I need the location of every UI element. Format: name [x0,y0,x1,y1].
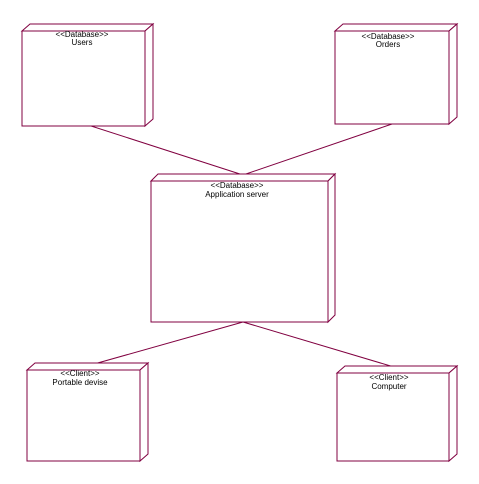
node-users-name: Users [72,38,93,47]
node-orders-side [448,22,458,126]
node-portable-devise[interactable]: <<Client>> Portable devise [25,361,150,463]
node-portable-devise-face [26,369,141,462]
connection-app-server-computer [242,321,395,368]
node-portable-devise-stereotype: <<Client>> [60,369,99,378]
node-orders-top [333,23,459,32]
node-computer-face [336,372,450,462]
node-application-server-name: Application server [205,190,269,199]
node-orders-name: Orders [376,40,400,49]
node-portable-devise-side [139,361,149,463]
node-computer-name: Computer [371,382,406,391]
connection-app-server-portable [86,321,244,367]
connection-orders-app-server [242,123,393,176]
node-application-server[interactable]: <<Database>> Application server [149,172,337,324]
node-application-server-side [327,172,336,324]
node-application-server-stereotype: <<Database>> [211,181,264,190]
node-users[interactable]: <<Database>> Users [20,22,155,128]
node-computer[interactable]: <<Client>> Computer [335,364,459,463]
node-users-face [21,30,146,127]
node-orders[interactable]: <<Database>> Orders [333,22,459,126]
node-application-server-face [150,180,329,323]
node-orders-stereotype: <<Database>> [362,32,415,41]
node-orders-face [334,30,450,125]
node-computer-side [448,364,458,463]
node-application-server-top [149,173,337,182]
node-users-stereotype: <<Database>> [56,30,109,39]
node-portable-devise-name: Portable devise [52,378,108,387]
connection-users-app-server [87,124,244,176]
node-computer-stereotype: <<Client>> [369,373,408,382]
node-users-side [144,22,154,128]
node-computer-top [335,365,459,374]
